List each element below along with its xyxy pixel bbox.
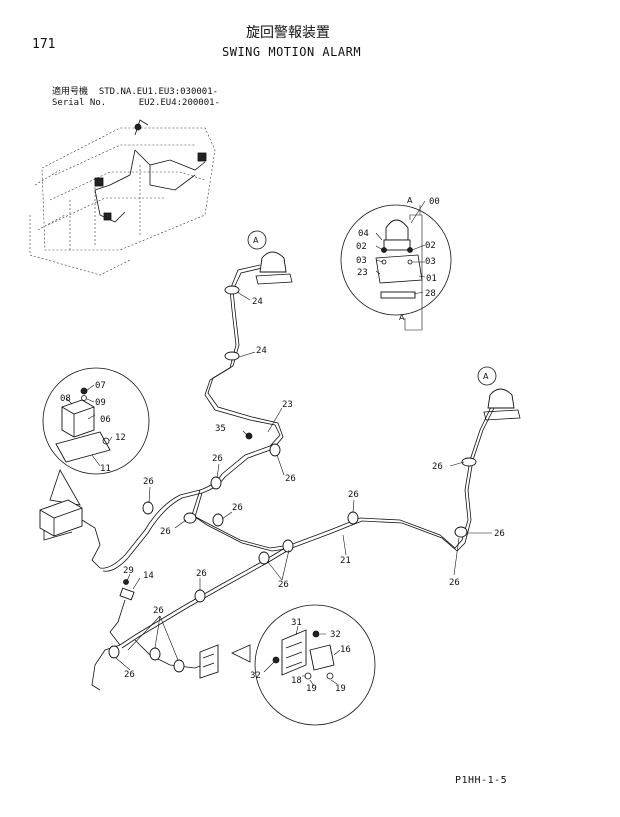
label-26-c: 26 (143, 477, 154, 487)
label-26-l: 26 (153, 606, 164, 616)
label-26-d: 26 (160, 527, 171, 537)
label-01: 01 (426, 274, 437, 284)
label-08: 08 (60, 394, 71, 404)
label-24-lower: 24 (256, 346, 267, 356)
label-32: 32 (330, 630, 341, 640)
label-23-detail: 23 (357, 268, 368, 278)
label-26-m: 26 (124, 670, 135, 680)
label-16: 16 (340, 645, 351, 655)
label-26-k: 26 (196, 569, 207, 579)
detail-a-balloon (340, 200, 452, 331)
connector-14-29 (119, 573, 141, 601)
footer-code: P1HH-1-5 (455, 775, 508, 786)
label-11: 11 (100, 464, 111, 474)
label-12: 12 (115, 433, 126, 443)
label-03-right: 03 (425, 257, 436, 267)
label-24: 24 (252, 297, 263, 307)
alarm-unit-top (247, 230, 293, 285)
part-labels: 00 01 02 02 03 03 04 23 28 07 08 09 06 1… (60, 197, 505, 694)
label-28: 28 (425, 289, 436, 299)
page-number: 171 (32, 37, 56, 52)
label-19: 19 (306, 684, 317, 694)
serial-line-1: 適用号機 STD.NA.EU1.EU3:030001- (52, 87, 219, 97)
label-21: 21 (340, 556, 351, 566)
label-18: 18 (291, 676, 302, 686)
title-english: SWING MOTION ALARM (222, 45, 362, 59)
alarm-unit-right (477, 366, 521, 421)
callout-a-box-top: A (407, 196, 413, 205)
serial-line-2: Serial No. EU2.EU4:200001- (52, 98, 220, 108)
label-32-left: 32 (250, 671, 261, 681)
label-07: 07 (95, 381, 106, 391)
leader-lines (115, 291, 492, 671)
label-06: 06 (100, 415, 111, 425)
label-26-a: 26 (285, 474, 296, 484)
label-26-i: 26 (449, 578, 460, 588)
callout-a-right: A (483, 372, 489, 381)
callout-a-top: A (253, 236, 259, 245)
label-26-e: 26 (232, 503, 243, 513)
label-02-right: 02 (425, 241, 436, 251)
label-35: 35 (215, 424, 226, 434)
label-26-g: 26 (432, 462, 443, 472)
controller-detail-balloon (42, 367, 150, 506)
label-02: 02 (356, 242, 367, 252)
label-09: 09 (95, 398, 106, 408)
label-26-b: 26 (212, 454, 223, 464)
label-04: 04 (358, 229, 369, 239)
label-29: 29 (123, 566, 134, 576)
controller-unit (39, 499, 101, 569)
label-26-f: 26 (348, 490, 359, 500)
label-14: 14 (143, 571, 154, 581)
label-00: 00 (429, 197, 440, 207)
title-japanese: 旋回警報装置 (246, 25, 330, 41)
bracket-detail-balloon (199, 604, 376, 726)
callout-a-box-bottom: A (399, 313, 405, 322)
label-26-h: 26 (494, 529, 505, 539)
label-03: 03 (356, 256, 367, 266)
label-23: 23 (282, 400, 293, 410)
harness-clamps (108, 285, 477, 673)
label-26-j: 26 (278, 580, 289, 590)
label-19-right: 19 (335, 684, 346, 694)
machine-overview-sketch (29, 119, 216, 276)
label-31: 31 (291, 618, 302, 628)
